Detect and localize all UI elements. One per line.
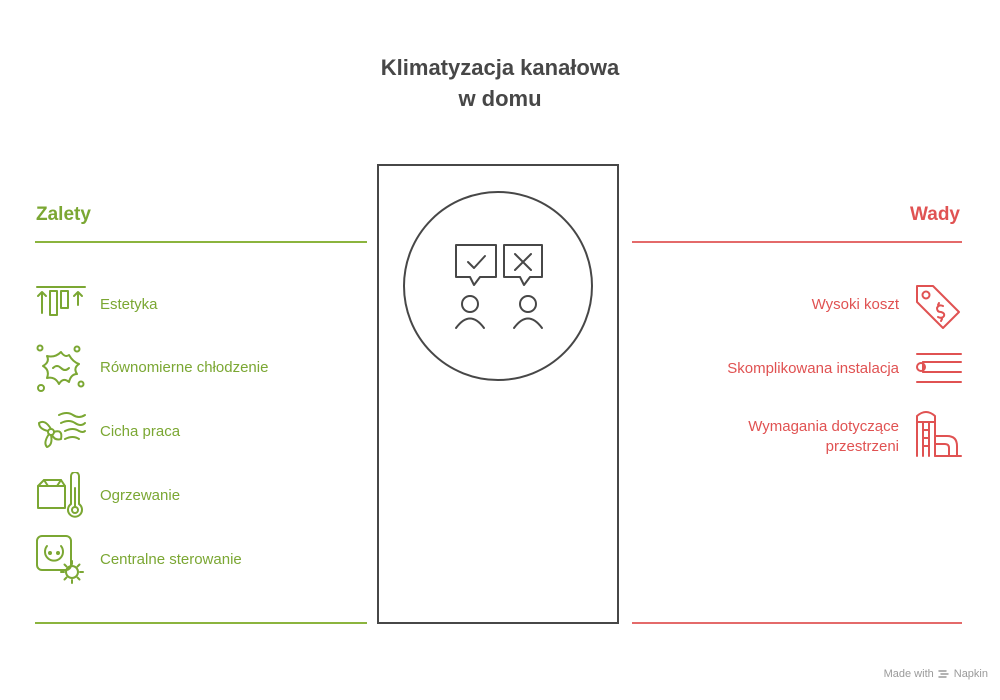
made-with-napkin-footer[interactable]: Made with Napkin bbox=[884, 668, 988, 680]
cons-item-wymagania-przestrzeni: Wymagania dotyczące przestrzeni bbox=[600, 406, 963, 457]
pros-item-ogrzewanie: Ogrzewanie bbox=[35, 472, 335, 522]
building-stairs-icon bbox=[916, 411, 962, 457]
rising-bars-icon bbox=[36, 286, 86, 316]
cons-item-label: Wysoki koszt bbox=[811, 296, 899, 313]
pros-item-label: Cicha praca bbox=[100, 423, 181, 440]
center-circle bbox=[403, 191, 593, 381]
pros-heading: Zalety bbox=[36, 204, 91, 225]
pros-item-cicha-praca: Cicha praca bbox=[35, 407, 335, 457]
pros-item-estetyka: Estetyka bbox=[35, 283, 335, 333]
pros-item-label: Estetyka bbox=[100, 296, 158, 313]
box-thermometer-icon bbox=[37, 472, 83, 518]
price-tag-icon bbox=[916, 285, 960, 329]
fan-airflow-icon bbox=[38, 412, 86, 448]
footer-brand: Napkin bbox=[953, 668, 988, 680]
cons-item-label: Wymagania dotyczące bbox=[748, 418, 899, 435]
diagram-title: Klimatyzacja kanałowa w domu bbox=[0, 52, 1000, 114]
snowflake-splash-icon bbox=[36, 344, 85, 392]
cons-item-skomplikowana-instalacja: Skomplikowana instalacja bbox=[600, 350, 963, 400]
title-line-1: Klimatyzacja kanałowa bbox=[380, 55, 620, 80]
cons-heading: Wady bbox=[910, 204, 960, 225]
center-panel bbox=[377, 164, 619, 624]
cons-item-label-line-2: przestrzeni bbox=[825, 438, 899, 455]
pipes-icon bbox=[916, 353, 962, 383]
pros-item-label: Równomierne chłodzenie bbox=[100, 359, 269, 376]
pros-item-centralne-sterowanie: Centralne sterowanie bbox=[35, 534, 335, 584]
pros-top-divider bbox=[35, 241, 367, 243]
title-line-2: w domu bbox=[458, 86, 542, 111]
cons-item-wysoki-koszt: Wysoki koszt bbox=[600, 282, 963, 332]
cons-item-label: Skomplikowana instalacja bbox=[727, 360, 899, 377]
pros-item-label: Ogrzewanie bbox=[100, 487, 181, 504]
napkin-logo-icon bbox=[938, 670, 949, 678]
pros-item-rownomierne-chlodzenie: Równomierne chłodzenie bbox=[35, 342, 335, 392]
cons-top-divider bbox=[632, 241, 962, 243]
pros-item-label: Centralne sterowanie bbox=[100, 551, 242, 568]
socket-gear-icon bbox=[36, 535, 84, 584]
footer-text: Made with bbox=[883, 668, 934, 680]
pros-cons-people-icon bbox=[455, 244, 543, 329]
pros-bottom-divider bbox=[35, 622, 367, 624]
cons-bottom-divider bbox=[632, 622, 962, 624]
